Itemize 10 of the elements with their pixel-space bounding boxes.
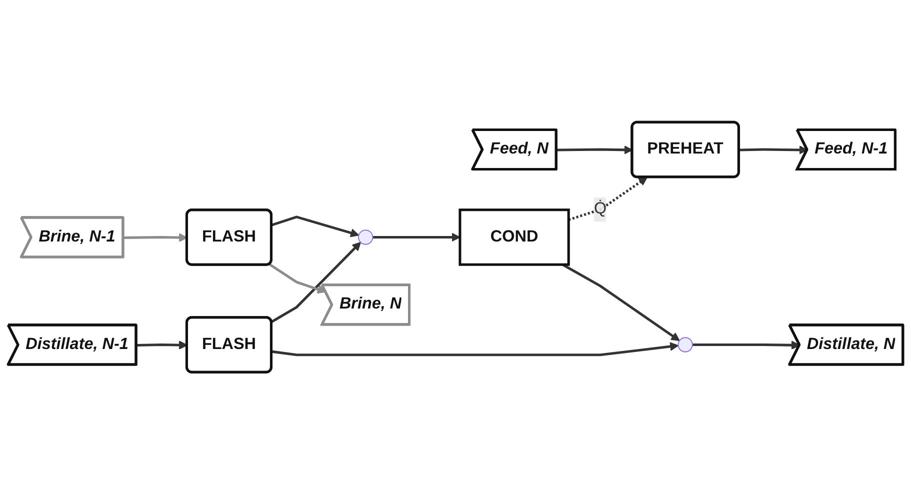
arrow [270,242,362,324]
node-circle [678,338,693,353]
edge-label: Q̇ [594,200,607,218]
arrow [268,264,326,294]
arrow [272,342,679,357]
arrow [271,216,360,238]
arrow [562,264,680,342]
node-box: COND [458,208,570,266]
arrow [372,233,460,242]
node-circle [358,230,374,246]
